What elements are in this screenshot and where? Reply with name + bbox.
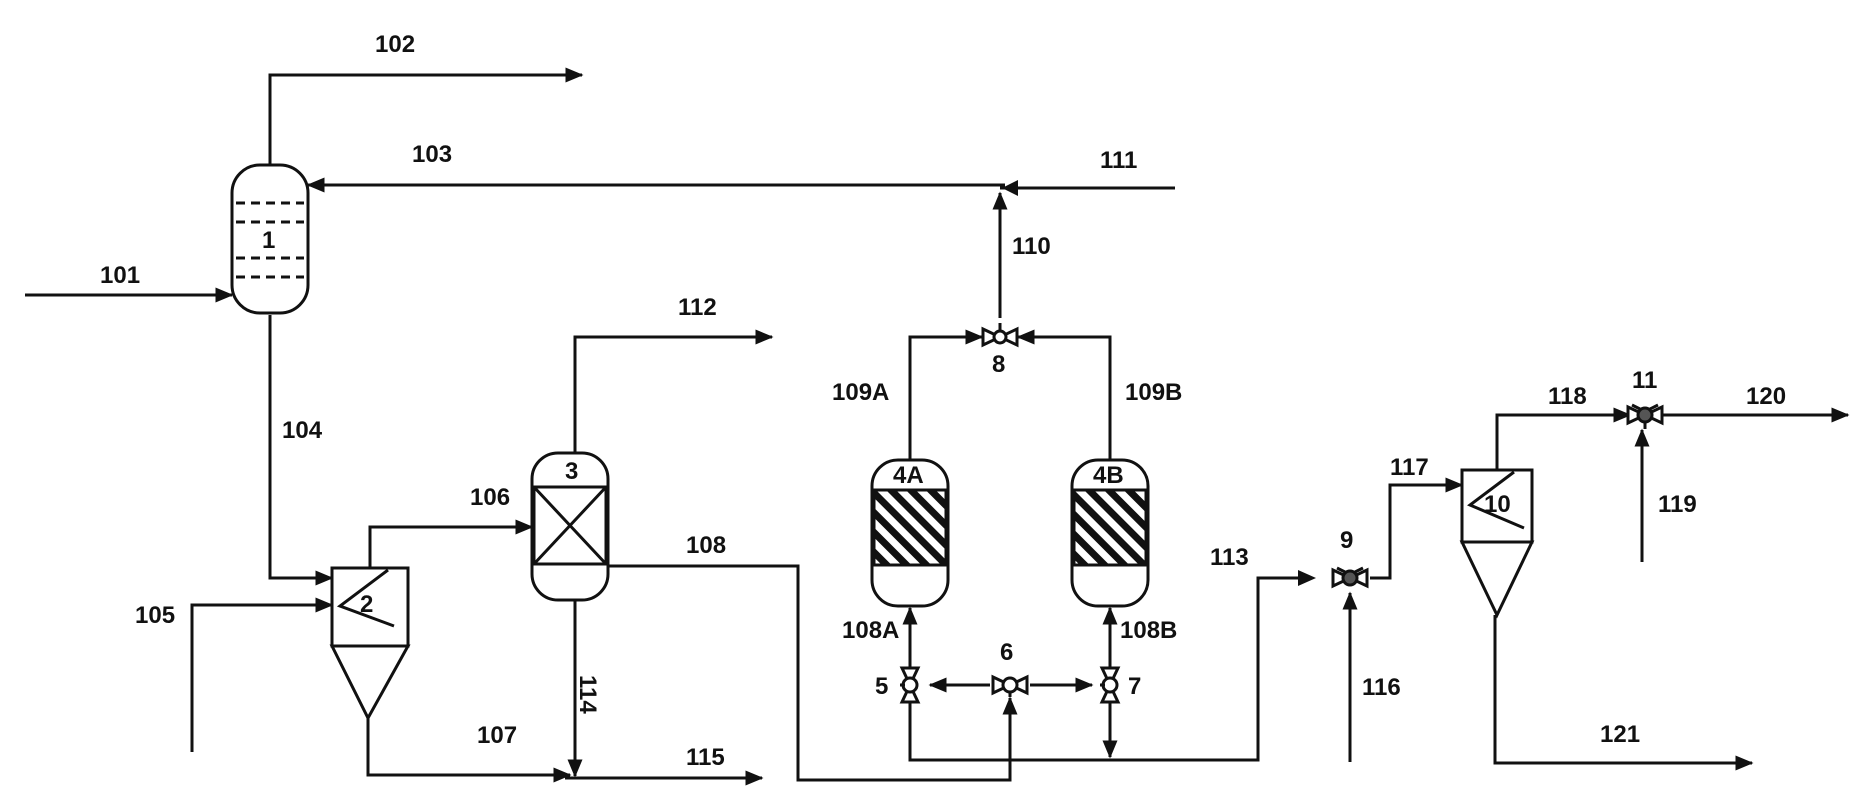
valve-11[interactable] bbox=[1626, 403, 1664, 429]
label-stream-102: 102 bbox=[375, 31, 415, 58]
label-stream-119: 119 bbox=[1658, 491, 1697, 518]
label-stream-118: 118 bbox=[1548, 383, 1587, 410]
label-stream-110: 110 bbox=[1012, 233, 1051, 260]
label-stream-120: 120 bbox=[1746, 383, 1786, 410]
stream-arrow-111 bbox=[1002, 180, 1018, 196]
label-stream-117: 117 bbox=[1390, 454, 1429, 481]
valve-5[interactable] bbox=[899, 666, 921, 704]
label-equipment-9: 9 bbox=[1340, 527, 1353, 554]
label-stream-108B: 108B bbox=[1120, 617, 1177, 644]
stream-line-107 bbox=[366, 718, 572, 783]
label-stream-105: 105 bbox=[135, 602, 175, 629]
stream-line-121 bbox=[1493, 615, 1754, 771]
label-stream-115: 115 bbox=[686, 744, 725, 771]
stream-line-105 bbox=[190, 597, 334, 752]
separator-2 bbox=[329, 566, 411, 722]
label-stream-109B: 109B bbox=[1125, 379, 1182, 406]
label-stream-108A: 108A bbox=[842, 617, 899, 644]
label-stream-101: 101 bbox=[100, 262, 140, 289]
stream-line-117 bbox=[1370, 477, 1464, 580]
valve-6[interactable] bbox=[991, 674, 1029, 697]
adsorber-4A bbox=[870, 458, 950, 608]
label-stream-121: 121 bbox=[1600, 721, 1640, 748]
label-equipment-8: 8 bbox=[992, 351, 1005, 378]
stream-line-106 bbox=[368, 519, 534, 568]
label-equipment-4A: 4A bbox=[893, 462, 924, 489]
label-equipment-4B: 4B bbox=[1093, 462, 1124, 489]
label-stream-114: 114 bbox=[574, 675, 601, 714]
stream-line-bottom-collector bbox=[908, 576, 1298, 762]
label-stream-112: 112 bbox=[678, 294, 717, 321]
label-equipment-10: 10 bbox=[1484, 491, 1511, 518]
adsorber-4B bbox=[1070, 458, 1150, 608]
label-equipment-3: 3 bbox=[565, 458, 578, 485]
stream-line-108 bbox=[608, 564, 1018, 782]
label-stream-116: 116 bbox=[1362, 674, 1401, 701]
stream-line-104 bbox=[268, 315, 334, 586]
label-stream-107: 107 bbox=[477, 722, 517, 749]
stream-line-102 bbox=[268, 67, 584, 165]
label-stream-108: 108 bbox=[686, 532, 726, 559]
label-equipment-5: 5 bbox=[875, 673, 888, 700]
label-equipment-6: 6 bbox=[1000, 639, 1013, 666]
label-equipment-7: 7 bbox=[1128, 673, 1141, 700]
valve-8[interactable] bbox=[981, 323, 1019, 348]
reactor-3 bbox=[530, 451, 610, 602]
valve-9[interactable] bbox=[1331, 566, 1369, 589]
label-equipment-1: 1 bbox=[262, 227, 275, 254]
label-equipment-11: 11 bbox=[1632, 367, 1657, 394]
valve-7[interactable] bbox=[1099, 666, 1121, 704]
stream-line-118 bbox=[1495, 407, 1632, 470]
stream-arrow-113 bbox=[1298, 570, 1316, 586]
stream-line-112 bbox=[573, 329, 774, 453]
label-stream-104: 104 bbox=[282, 417, 323, 444]
column-1 bbox=[230, 163, 310, 315]
stream-line-109A bbox=[908, 329, 984, 460]
separator-10 bbox=[1459, 468, 1535, 619]
label-stream-111: 111 bbox=[1100, 147, 1137, 174]
label-stream-106: 106 bbox=[470, 484, 510, 511]
label-stream-103: 103 bbox=[412, 141, 452, 168]
label-equipment-2: 2 bbox=[360, 591, 373, 618]
label-stream-113: 113 bbox=[1210, 544, 1249, 571]
stream-line-109B bbox=[1016, 329, 1112, 460]
label-stream-109A: 109A bbox=[832, 379, 889, 406]
